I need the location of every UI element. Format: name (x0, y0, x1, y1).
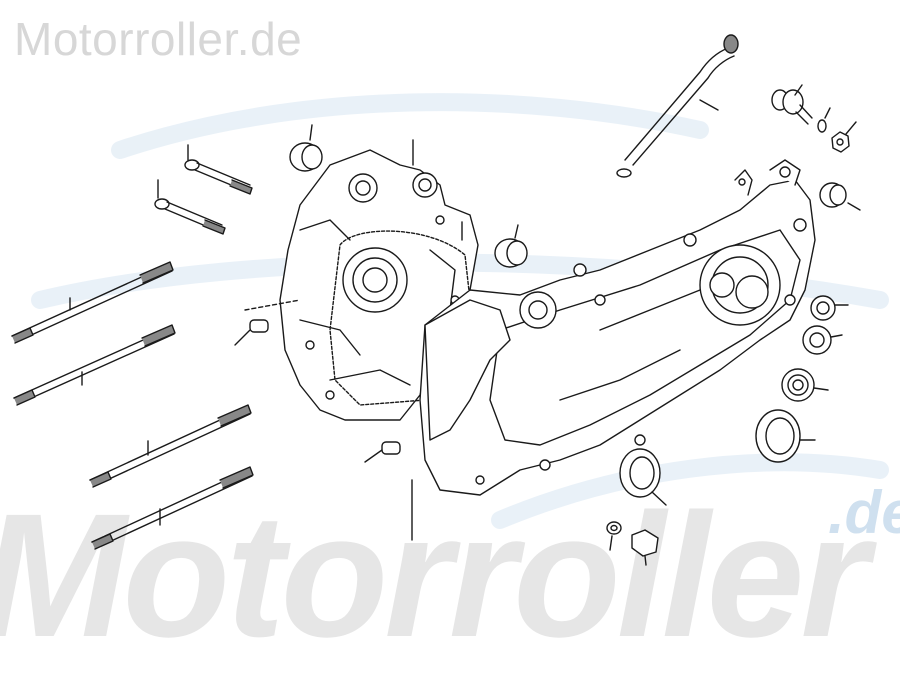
bolt (154, 198, 226, 235)
watermark-suffix: .de (828, 479, 900, 546)
drain-plug (631, 529, 659, 566)
leader-lines (69, 139, 463, 541)
oil-seal (755, 409, 816, 463)
bushing (494, 224, 528, 268)
washer (606, 521, 622, 551)
stud (89, 404, 252, 488)
crankcase-right (419, 159, 816, 496)
gasket (329, 230, 471, 406)
oil-seal (619, 448, 667, 506)
bushing (289, 124, 323, 172)
drain-bolt (771, 84, 813, 125)
stud (13, 324, 176, 406)
exploded-view-diagram (11, 34, 889, 566)
oil-seal (802, 325, 843, 355)
bolt (184, 159, 253, 195)
bearing (781, 368, 829, 402)
dowel-pin (364, 441, 401, 463)
bushing (819, 182, 861, 211)
watermark-top: Motorroller.de (14, 13, 303, 65)
diagram-stage: Motorroller.de Motorroller .de (0, 13, 900, 664)
stud (91, 466, 254, 550)
dowel-pin (234, 299, 301, 346)
washer (817, 107, 831, 133)
breather-tube (616, 34, 739, 178)
stud (11, 261, 174, 344)
nut (831, 121, 857, 153)
oil-seal (810, 295, 849, 321)
